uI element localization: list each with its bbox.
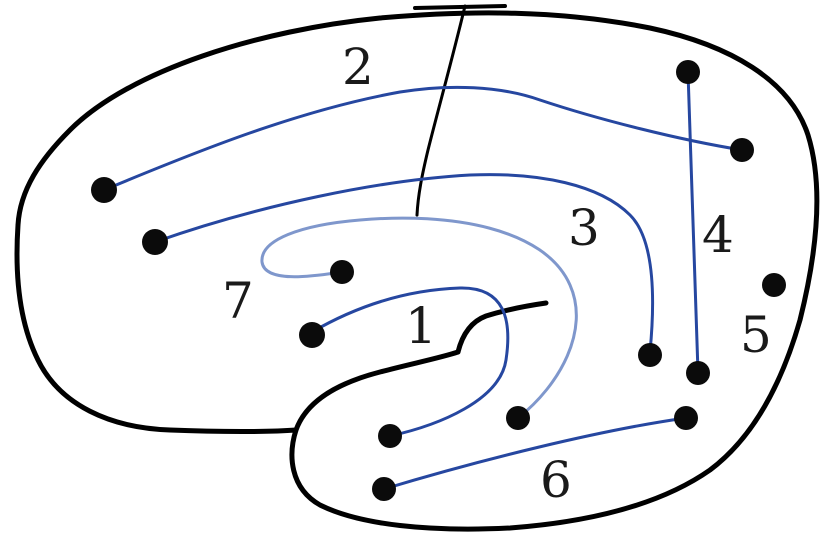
dot-tract-6-start <box>372 477 396 501</box>
label-tract-1: 1 <box>405 297 437 355</box>
lateral-fissure <box>455 300 549 355</box>
dot-tract-2-end <box>730 138 754 162</box>
dot-tract-3-end <box>638 343 662 367</box>
tract-2 <box>102 85 744 192</box>
dot-tract-4-bottom <box>686 361 710 385</box>
dot-tract-6-end <box>674 406 698 430</box>
label-tract-4: 4 <box>702 206 734 264</box>
tract-7 <box>260 216 578 420</box>
label-tract-7: 7 <box>222 272 254 330</box>
tract-4 <box>686 70 700 374</box>
dot-tract-7-start <box>506 406 530 430</box>
endpoint-dots <box>91 60 786 501</box>
dot-tract-1-start <box>299 322 325 348</box>
dot-tract-1-end <box>378 424 402 448</box>
dot-tract-3-start <box>142 229 168 255</box>
label-tract-2: 2 <box>342 38 374 96</box>
central-fissure <box>415 4 467 217</box>
hemisphere-outline <box>14 10 820 532</box>
tract-1 <box>310 286 510 438</box>
dot-tract-7-end <box>330 260 354 284</box>
dot-tract-2-start <box>91 177 117 203</box>
label-tract-5: 5 <box>740 306 772 364</box>
label-tract-6: 6 <box>540 451 572 509</box>
central-fissure-top-mark <box>413 4 507 10</box>
lower-lobe-inner-outline <box>293 349 461 433</box>
label-tract-3: 3 <box>568 199 600 257</box>
tract-3 <box>153 173 655 354</box>
dot-tract-5 <box>762 273 786 297</box>
dot-tract-4-top <box>676 60 700 84</box>
tract-6 <box>382 416 688 491</box>
